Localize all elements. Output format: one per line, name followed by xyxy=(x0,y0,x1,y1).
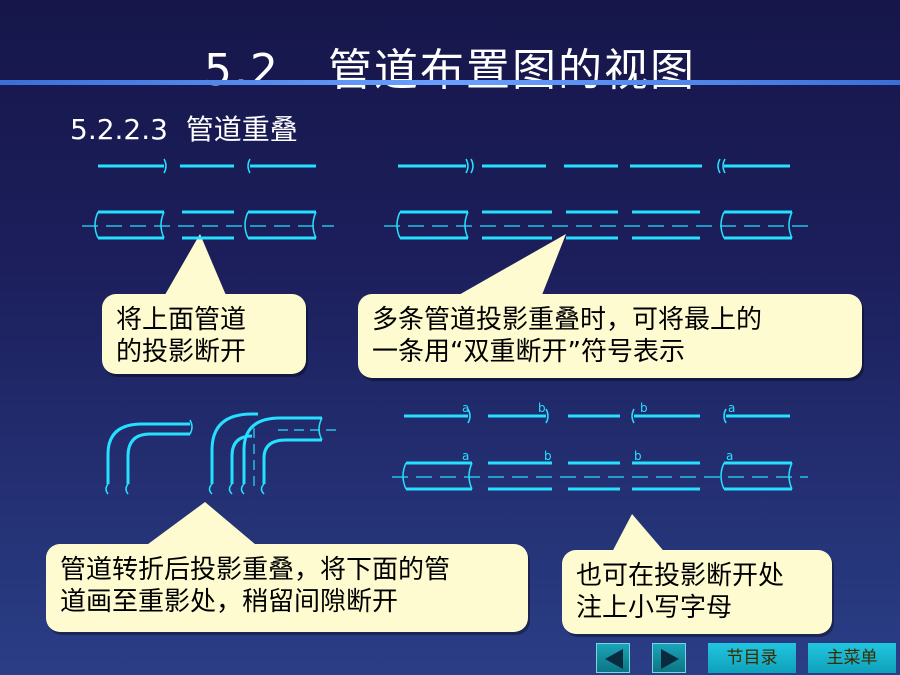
callout-double-break: 多条管道投影重叠时，可将最上的 一条用“双重断开”符号表示 xyxy=(358,294,862,378)
pipe-letter: b xyxy=(538,401,546,415)
callout-line: 管道转折后投影重叠，将下面的管 xyxy=(60,555,451,585)
section-subtitle: 5.2.2.3 管道重叠 xyxy=(70,113,298,146)
callout-pointer-2 xyxy=(450,234,566,300)
double-break-single-line-right xyxy=(398,158,790,174)
callout-pointer-4 xyxy=(610,514,668,556)
broken-single-line-left xyxy=(98,158,316,174)
pipe-letter: b xyxy=(634,449,642,463)
prev-slide-button[interactable] xyxy=(596,643,630,673)
callout-pointer-1 xyxy=(162,234,228,300)
single-line-elbows xyxy=(105,419,193,495)
callout-letter-marks: 也可在投影断开处 注上小写字母 xyxy=(562,550,832,634)
callout-line: 将上面管道 xyxy=(116,305,247,335)
triangle-left-icon xyxy=(605,649,623,669)
pipe-letter: a xyxy=(726,449,733,463)
section-menu-button[interactable]: 节目录 xyxy=(708,643,796,673)
callout-line: 也可在投影断开处 xyxy=(576,561,785,591)
title-underline xyxy=(0,80,900,85)
callout-elbow-overlap: 管道转折后投影重叠，将下面的管 道画至重影处，稍留间隙断开 xyxy=(46,544,528,632)
next-slide-button[interactable] xyxy=(652,643,686,673)
lettered-single-lines xyxy=(404,408,790,424)
callout-line: 道画至重影处，稍留间隙断开 xyxy=(60,587,399,617)
triangle-right-icon xyxy=(661,649,679,669)
pipe-letter: b xyxy=(544,449,552,463)
callout-break-upper-pipe: 将上面管道 的投影断开 xyxy=(102,294,306,374)
pipe-letter: a xyxy=(462,449,469,463)
double-line-elbows xyxy=(208,412,336,495)
lettered-double-pipes xyxy=(392,461,808,491)
callout-pointer-3 xyxy=(140,502,262,550)
slide-title: 5.2 管道布置图的视图 xyxy=(204,45,696,96)
callout-line: 的投影断开 xyxy=(116,337,247,367)
double-line-pipes-left xyxy=(82,210,334,240)
main-menu-button[interactable]: 主菜单 xyxy=(808,643,896,673)
callout-line: 注上小写字母 xyxy=(576,593,733,623)
pipe-letter: a xyxy=(462,401,469,415)
pipe-letter: a xyxy=(728,401,735,415)
callout-line: 一条用“双重断开”符号表示 xyxy=(372,337,685,367)
callout-line: 多条管道投影重叠时，可将最上的 xyxy=(372,305,763,335)
double-line-pipes-right xyxy=(384,210,808,240)
pipe-letter: b xyxy=(640,401,648,415)
